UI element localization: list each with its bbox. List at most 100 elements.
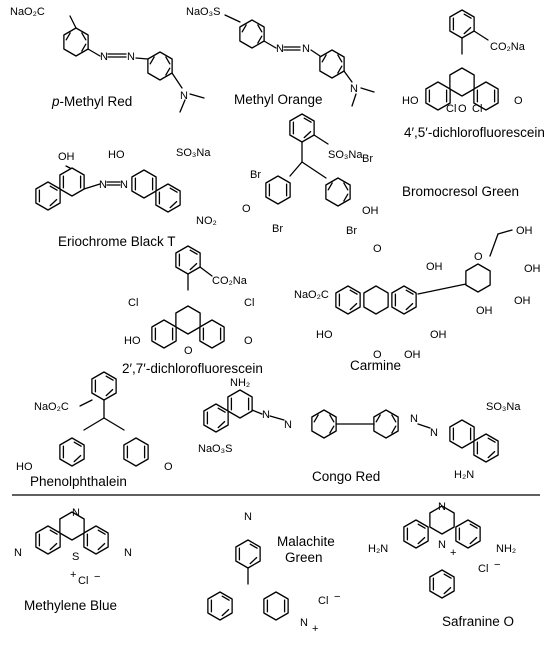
phenolphthalein-label-3: O <box>164 461 173 473</box>
safranine-o-label-2: N <box>438 539 446 551</box>
carmine-label-5: OH <box>430 329 447 341</box>
svg-text:N: N <box>262 409 270 421</box>
malachite-green-name-line-1: Malachite <box>277 534 335 549</box>
svg-text:N: N <box>100 51 108 63</box>
carmine-label-11: OH <box>514 295 531 307</box>
dcf45-label-3: O <box>458 103 467 115</box>
bcg-name: Bromocresol Green <box>402 184 519 199</box>
ebt-label-2: HO <box>108 149 125 161</box>
methyl-red-name: p-Methyl Red <box>51 94 132 109</box>
svg-text:N: N <box>127 51 135 63</box>
eriochrome-black-t-structure: OH N N HO SO₃Na NO₂ <box>35 147 217 227</box>
dcf27-label-3: Cl <box>244 297 254 309</box>
svg-text:N: N <box>284 419 292 431</box>
bcg-label-2: Br <box>250 169 261 181</box>
dcf45-structure: CO₂Na Cl Cl O HO O <box>402 9 526 115</box>
methylene-blue-label-5: Cl <box>78 575 88 587</box>
safranine-o-label-6: Cl <box>478 563 488 575</box>
bromocresol-green-structure: SO₃Na Br Br Br Br O OH <box>242 113 379 237</box>
methyl-red-structure: NaO₂C N N N <box>10 6 205 113</box>
svg-text:N: N <box>410 413 418 425</box>
dcf45-label-6: Cl <box>472 103 482 115</box>
malachite-green-label-1: N <box>244 511 252 523</box>
congo-red-label-2: NaO₃S <box>198 443 232 455</box>
methylene-blue-label-2: S <box>72 551 79 563</box>
bcg-label-5: Br <box>346 225 357 237</box>
dcf27-label-6: O <box>244 335 253 347</box>
methylene-blue-name: Methylene Blue <box>24 598 117 613</box>
dcf27-name: 2′,7′-dichlorofluorescein <box>122 361 263 376</box>
bcg-label-4: Br <box>362 153 373 165</box>
svg-text:N: N <box>350 83 358 95</box>
carmine-label-12: OH <box>476 305 493 317</box>
congo-red-structure: NH₂ NaO₃S N N N N SO₃Na H₂N <box>198 377 521 481</box>
safranine-o-label-5: + <box>450 547 456 559</box>
methylene-blue-label-4: N <box>124 547 132 559</box>
malachite-green-label-2: N <box>300 617 308 629</box>
dcf45-label-5: Cl <box>446 103 456 115</box>
methylene-blue-structure: N S N N + Cl − <box>14 507 132 587</box>
carmine-name: Carmine <box>350 358 401 373</box>
methyl-orange-name: Methyl Orange <box>234 92 323 107</box>
phenolphthalein-label-2: HO <box>16 461 33 473</box>
bcg-label-3: Br <box>272 223 283 235</box>
carmine-label-8: O <box>474 251 483 263</box>
methyl-orange-structure: NaO₃S N N N <box>186 6 375 107</box>
bcg-label-7: OH <box>362 205 379 217</box>
carmine-label-10: OH <box>524 263 541 275</box>
dcf27-label-5: O <box>184 345 193 357</box>
bcg-label-1: SO₃Na <box>328 149 363 161</box>
svg-text:N: N <box>430 427 438 439</box>
congo-red-label-1: NH₂ <box>230 377 250 389</box>
malachite-green-label-5: − <box>334 591 340 603</box>
methyl-orange-label-1: NaO₃S <box>186 6 220 18</box>
dcf45-label-1: CO₂Na <box>490 41 526 53</box>
safranine-o-label-1: N <box>438 501 446 513</box>
phenolphthalein-name: Phenolphthalein <box>30 474 127 489</box>
bcg-label-6: O <box>242 203 251 215</box>
carmine-label-7: OH <box>404 349 421 361</box>
carmine-label-1: NaO₂C <box>294 289 329 301</box>
carmine-label-2: O <box>373 243 382 255</box>
phenolphthalein-label-1: NaO₂C <box>34 401 69 413</box>
congo-red-name: Congo Red <box>312 469 380 484</box>
methylene-blue-label-3: N <box>14 547 22 559</box>
svg-text:N: N <box>99 179 107 191</box>
congo-red-label-4: H₂N <box>454 469 474 481</box>
malachite-green-label-4: Cl <box>318 595 328 607</box>
malachite-green-label-3: + <box>312 623 318 635</box>
ebt-name: Eriochrome Black T <box>58 234 176 249</box>
safranine-o-label-3: H₂N <box>368 543 388 555</box>
svg-text:N: N <box>120 179 128 191</box>
methyl-red-label-1: NaO₂C <box>10 6 45 18</box>
safranine-o-name: Safranine O <box>442 614 514 629</box>
safranine-o-structure: N N H₂N NH₂ + Cl − <box>368 501 516 599</box>
ebt-label-1: OH <box>58 151 75 163</box>
carmine-label-3: O <box>373 349 382 361</box>
malachite-green-name-line-2: Green <box>285 550 323 565</box>
dcf27-structure: CO₂Na Cl Cl HO O O <box>124 245 254 357</box>
dcf27-label-4: HO <box>124 335 141 347</box>
ebt-label-3: SO₃Na <box>176 147 211 159</box>
svg-text:N: N <box>276 43 284 55</box>
methylene-blue-label-7: + <box>70 569 76 581</box>
methylene-blue-label-6: − <box>94 571 100 583</box>
safranine-o-label-4: NH₂ <box>496 543 516 555</box>
phenolphthalein-structure: NaO₂C HO O <box>16 371 173 473</box>
malachite-green-structure: N N + Cl − <box>207 511 340 635</box>
carmine-structure: O O NaO₂C HO OH OH OH O OH OH OH OH <box>294 225 541 361</box>
dcf27-label-2: Cl <box>128 297 138 309</box>
carmine-label-6: HO <box>316 329 333 341</box>
dcf45-label-4: O <box>514 95 523 107</box>
methylene-blue-label-1: N <box>72 507 80 519</box>
carmine-label-4: OH <box>426 261 443 273</box>
carmine-label-9: OH <box>516 225 533 237</box>
dcf45-label-2: HO <box>402 95 419 107</box>
dcf27-label-1: CO₂Na <box>212 275 248 287</box>
ebt-label-4: NO₂ <box>196 215 217 227</box>
safranine-o-label-7: − <box>494 559 500 571</box>
svg-text:N: N <box>302 43 310 55</box>
congo-red-label-3: SO₃Na <box>486 401 521 413</box>
dcf45-name: 4′,5′-dichlorofluorescein <box>404 125 545 140</box>
